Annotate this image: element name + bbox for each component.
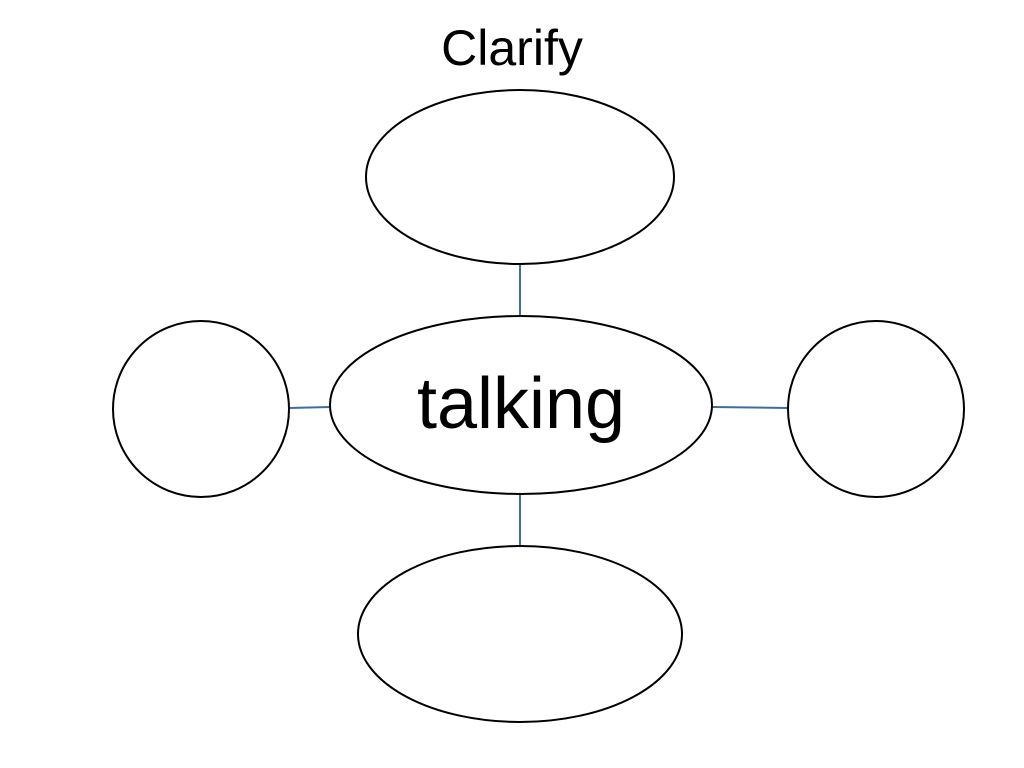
center-oval [329, 315, 713, 495]
connector-left [288, 406, 331, 409]
right-circle [787, 320, 965, 498]
center-word: talking [416, 364, 626, 444]
bottom-oval [357, 545, 683, 723]
left-circle [112, 320, 290, 498]
slide-title: Clarify [441, 20, 583, 76]
top-oval [365, 89, 675, 265]
connector-right [711, 406, 789, 409]
